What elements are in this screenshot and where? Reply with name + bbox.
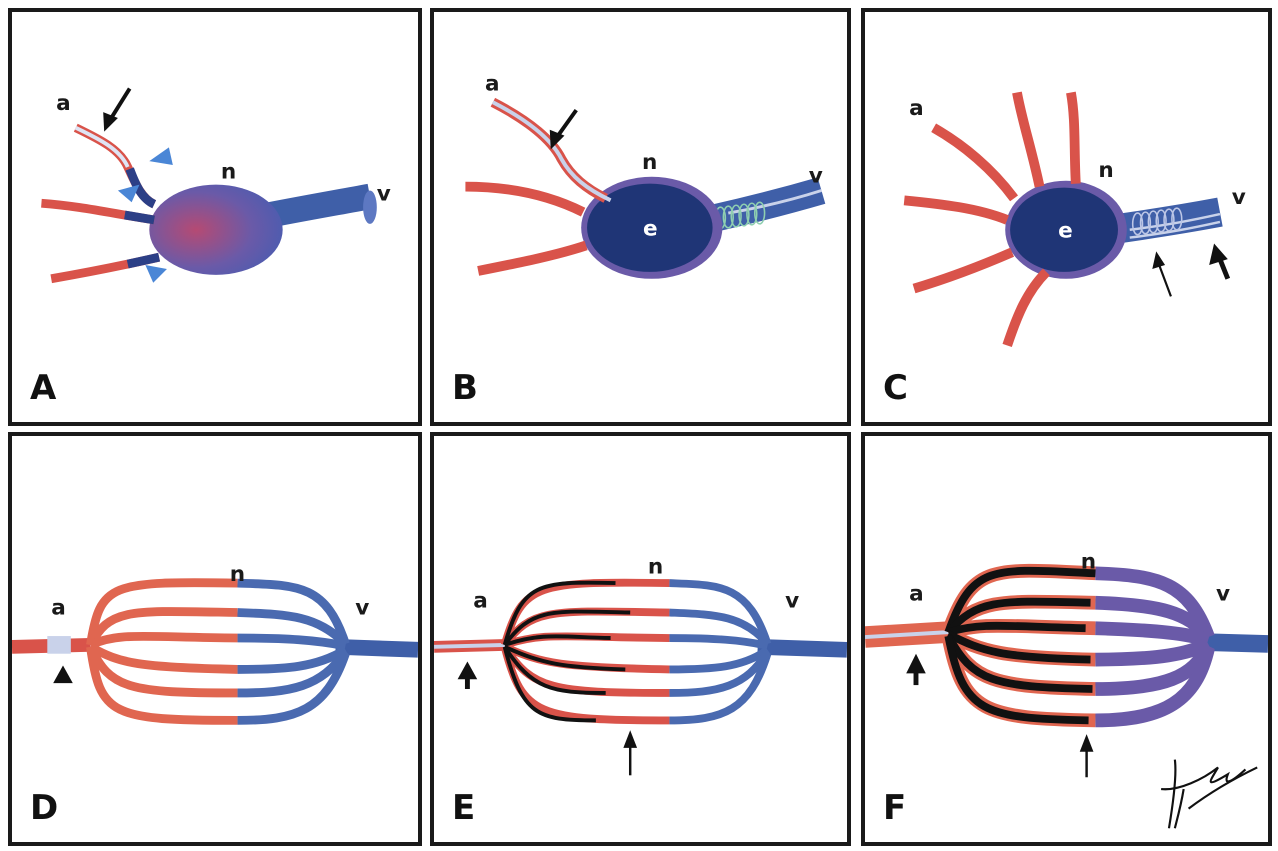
label-nidus: n [230,562,245,587]
panel-letter: D [30,788,58,828]
arrowhead-marker-icon [145,265,167,283]
arrow-icon [550,110,576,149]
panel-a-diagram: a n v [12,12,418,422]
nidus-vessels [505,583,768,721]
embolic-segment-3 [128,257,159,264]
label-vein: v [355,595,369,620]
panel-b-diagram: a n v e [434,12,847,422]
nidus-vessels [90,583,345,721]
label-nidus: n [1081,549,1096,574]
label-artery: a [473,589,488,614]
bold-arrow-icon [1209,243,1228,278]
arrowhead-marker-icon [53,665,73,683]
label-embolic: e [1058,219,1073,244]
feeding-artery-6 [1007,272,1046,346]
panel-c: a n v e C [861,8,1272,426]
arrow-icon [1080,734,1094,777]
feeding-artery-5 [914,252,1012,288]
feeding-artery-4 [904,200,1007,220]
label-nidus: n [648,554,663,579]
panel-letter: A [30,368,56,408]
embolic-cast [948,571,1095,721]
bold-arrow-icon [458,662,478,689]
panel-letter: E [452,788,475,828]
label-nidus: n [642,150,657,175]
arrow-icon [623,730,637,775]
feeding-artery-3 [1071,92,1076,183]
arrowhead-marker-icon [149,147,173,165]
bold-arrow-icon [906,654,926,685]
panel-letter: C [883,368,908,408]
label-artery: a [485,71,500,96]
panel-a: a n v A [8,8,422,426]
draining-vein [336,647,418,650]
label-artery: a [56,91,71,116]
arrow-icon [1152,251,1171,296]
feeding-artery-1 [493,102,606,198]
label-vein: v [1216,582,1230,607]
nidus-vessels [948,571,1208,721]
panel-d: a n v D [8,432,422,846]
label-artery: a [909,96,924,121]
label-nidus: n [1098,158,1113,183]
feeding-artery-2 [1017,92,1040,186]
label-vein: v [785,589,799,614]
catheter [434,645,508,647]
feeding-artery-2 [465,187,583,213]
panel-e-diagram: a n v [434,436,847,842]
label-artery: a [51,595,66,620]
panel-c-diagram: a n v e [865,12,1268,422]
panel-d-diagram: a n v [12,436,418,842]
draining-vein [758,647,847,650]
label-nidus: n [221,160,236,185]
feeding-artery-3 [478,245,586,271]
panel-e: a n v E [430,432,851,846]
panel-letter: F [883,788,906,828]
label-artery: a [909,582,924,607]
embolic-segment-2 [125,215,154,220]
label-embolic: e [643,217,658,242]
label-vein: v [1232,185,1246,210]
panel-b: a n v e B [430,8,851,426]
feeding-artery-1 [934,128,1014,199]
occlusion-balloon [47,636,71,654]
panel-f: a n v F [861,432,1272,846]
label-vein: v [809,164,823,189]
panel-f-diagram: a n v [865,436,1268,842]
arrow-icon [103,89,129,132]
artist-signature-icon [1161,760,1257,829]
draining-vein [1198,642,1268,644]
panel-letter: B [452,368,478,408]
nidus [149,185,282,275]
vein-opening [363,191,377,224]
label-vein: v [377,181,391,206]
